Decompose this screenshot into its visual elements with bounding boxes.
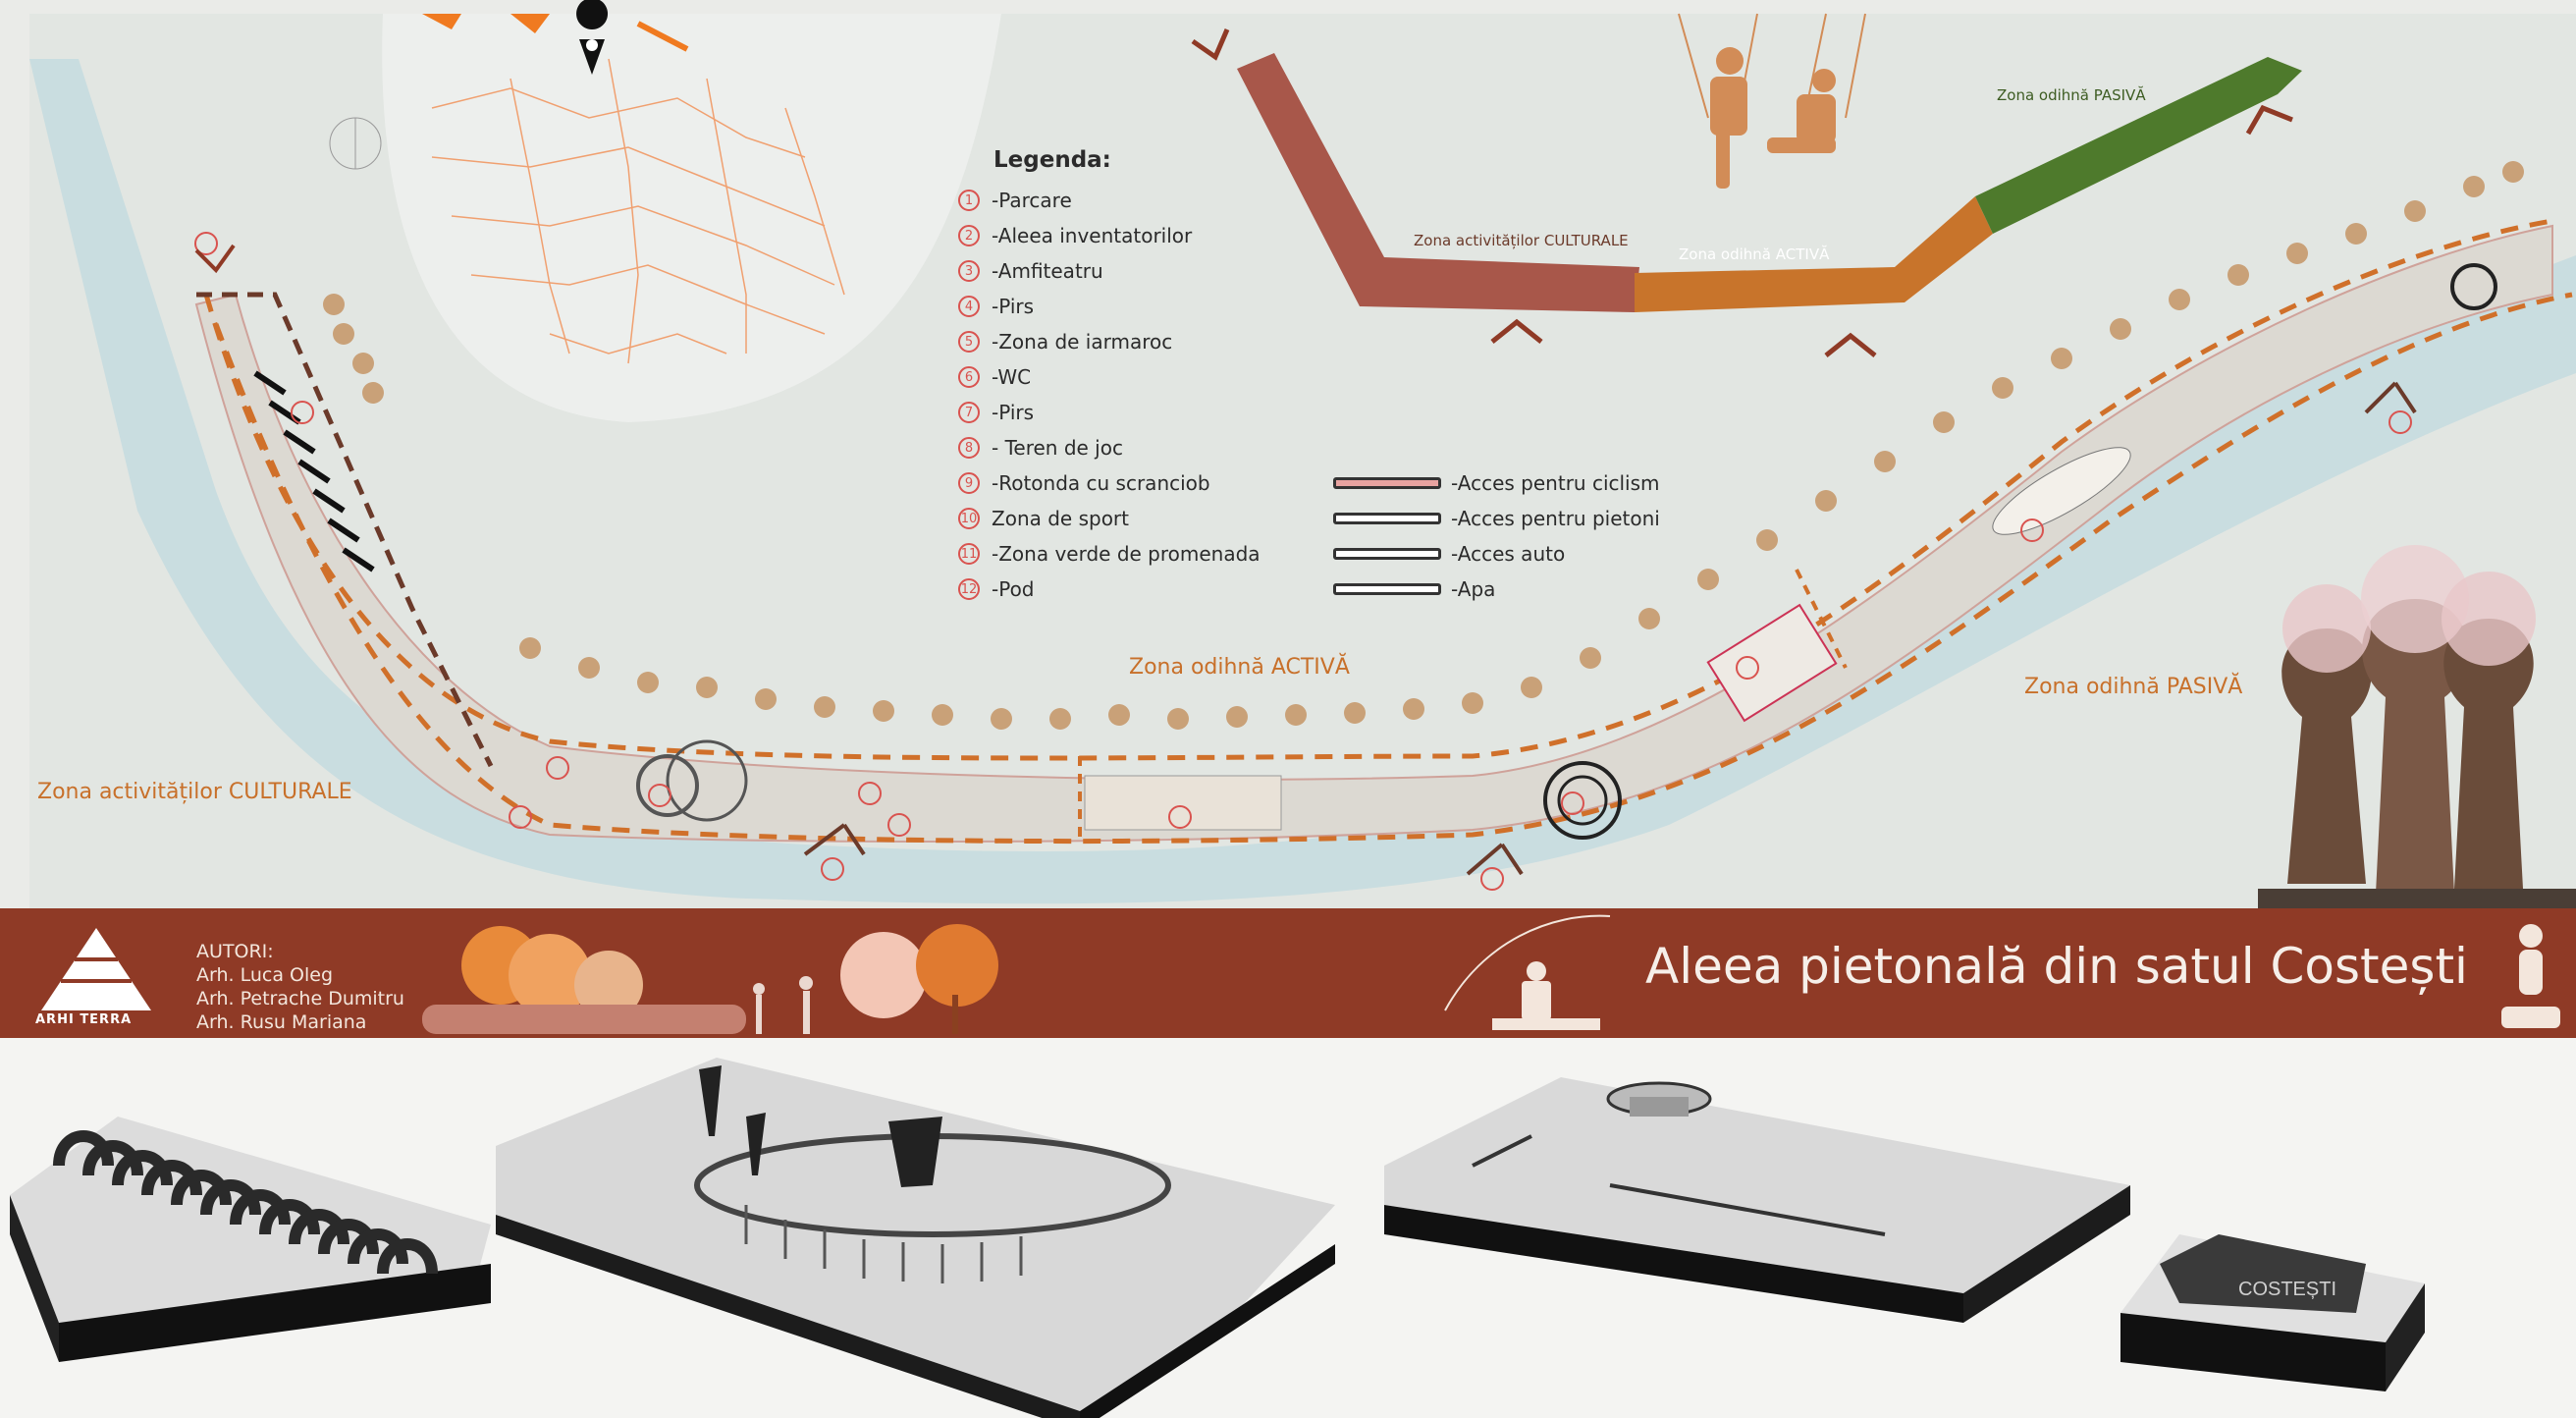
- swatch: [1333, 513, 1441, 524]
- zone-label-passive: Zona odihnă PASIVĂ: [2024, 675, 2243, 699]
- decorative-trees: [422, 924, 998, 1034]
- green-promenade: [1992, 447, 2131, 535]
- iso-sign-text: COSTEȘTI: [2238, 1279, 2336, 1300]
- legend-item: 3 -Amfiteatru: [958, 253, 1261, 289]
- rotonda: [1543, 761, 1622, 840]
- legend-item: 1 -Parcare: [958, 183, 1261, 218]
- author-name: Arh. Rusu Mariana: [196, 1011, 367, 1033]
- legend-title: Legenda:: [993, 147, 1111, 173]
- legend-item: 7 -Pirs: [958, 395, 1261, 430]
- zone-passive-strip: [1975, 57, 2302, 234]
- figure-icon: [2501, 924, 2560, 1028]
- promenade: [194, 224, 2553, 843]
- village-area: [382, 14, 1001, 422]
- legend-label: Zona de sport: [992, 507, 1129, 530]
- swatch: [1333, 583, 1441, 595]
- iso-arches: [10, 1117, 491, 1362]
- zone-label-cultural: Zona activităților CULTURALE: [37, 780, 352, 804]
- zone-diagram: [1191, 28, 2302, 357]
- legend-number: 4: [958, 296, 980, 317]
- access-label: -Acces auto: [1451, 542, 1566, 566]
- author-name: Arh. Petrache Dumitru: [196, 988, 404, 1009]
- tree-row: [323, 161, 2524, 730]
- legend-label: -Rotonda cu scranciob: [992, 471, 1210, 495]
- plan-markers: [194, 232, 2412, 891]
- swatch: [1333, 477, 1441, 489]
- legend-item: 12 -Pod: [958, 572, 1261, 607]
- zone-diagram-label-cultural: Zona activităților CULTURALE: [1414, 232, 1629, 249]
- tree-sculpture: [2258, 545, 2576, 908]
- authors-block: AUTORI: Arh. Luca Oleg Arh. Petrache Dum…: [196, 940, 404, 1034]
- iso-sign: COSTEȘTI: [2120, 1234, 2425, 1391]
- swing-figure: [1678, 13, 1866, 189]
- isometric-views: COSTEȘTI: [0, 1038, 2576, 1418]
- legend-number: 1: [958, 190, 980, 211]
- legend-label: -Amfiteatru: [992, 259, 1103, 283]
- legend-list: 1 -Parcare 2 -Aleea inventatorilor 3 -Amfit…: [958, 183, 1261, 607]
- site-plan: [29, 0, 2576, 908]
- fisherman-icon: [1444, 914, 1611, 1030]
- legend-item: 8 - Teren de joc: [958, 430, 1261, 465]
- title-banner: ARHI TERRA AUTORI: Arh. Luca Oleg Arh. P…: [0, 908, 2576, 1038]
- legend-label: -Pirs: [992, 401, 1035, 424]
- access-label: -Apa: [1451, 577, 1496, 601]
- legend-item: 2 -Aleea inventatorilor: [958, 218, 1261, 253]
- access-item-cycling: -Acces pentru ciclism: [1333, 465, 1660, 501]
- access-label: -Acces pentru ciclism: [1451, 471, 1660, 495]
- legend-number: 9: [958, 472, 980, 494]
- legend-label: -Pirs: [992, 295, 1035, 318]
- legend-number: 6: [958, 366, 980, 388]
- legend-label: -Zona de iarmaroc: [992, 330, 1173, 354]
- iso-amphitheatre: [496, 1058, 1335, 1418]
- legend-item: 10 Zona de sport: [958, 501, 1261, 536]
- legend-label: -Pod: [992, 577, 1035, 601]
- access-item-water: -Apa: [1333, 572, 1660, 607]
- legend-number: 7: [958, 402, 980, 423]
- sport-field: [1706, 603, 1838, 723]
- access-item-pedestrian: -Acces pentru pietoni: [1333, 501, 1660, 536]
- access-item-auto: -Acces auto: [1333, 536, 1660, 572]
- village-street-map: [431, 58, 845, 364]
- arhi-terra-logo: [41, 928, 151, 1010]
- location-pin-icon: [576, 0, 609, 75]
- zone-boundary-south: [213, 292, 2573, 845]
- legend-number: 10: [958, 508, 980, 529]
- legend-number: 12: [958, 578, 980, 600]
- legend-label: - Teren de joc: [992, 436, 1123, 460]
- iso-pier: [1384, 1077, 2130, 1323]
- legend-label: -Aleea inventatorilor: [992, 224, 1193, 247]
- legend-label: -Zona verde de promenada: [992, 542, 1261, 566]
- zone-active-strip: [1635, 196, 1993, 312]
- project-title: Aleea pietonală din satul Costești: [1645, 938, 2468, 995]
- legend-item: 11 -Zona verde de promenada: [958, 536, 1261, 572]
- legend-number: 11: [958, 543, 980, 565]
- zone-diagram-label-passive: Zona odihnă PASIVĂ: [1997, 86, 2146, 104]
- zone-label-active: Zona odihnă ACTIVĂ: [1129, 655, 1350, 680]
- legend-item: 9 -Rotonda cu scranciob: [958, 465, 1261, 501]
- zone-cultural-strip: [1237, 53, 1639, 312]
- parking-area: [253, 370, 375, 573]
- authors-title: AUTORI:: [196, 941, 274, 962]
- amphitheatre: [636, 754, 699, 817]
- legend-item: 4 -Pirs: [958, 289, 1261, 324]
- zone-diagram-label-active: Zona odihnă ACTIVĂ: [1679, 245, 1830, 263]
- swatch: [1333, 548, 1441, 560]
- author-name: Arh. Luca Oleg: [196, 964, 334, 986]
- access-label: -Acces pentru pietoni: [1451, 507, 1660, 530]
- legend-number: 5: [958, 331, 980, 353]
- legend-number: 2: [958, 225, 980, 246]
- brand-name: ARHI TERRA: [35, 1012, 133, 1027]
- zone-boundary-north: [203, 218, 2553, 761]
- legend-label: -WC: [992, 365, 1032, 389]
- legend-item: 6 -WC: [958, 359, 1261, 395]
- bridge-icon: [803, 381, 2417, 876]
- legend-item: 5 -Zona de iarmaroc: [958, 324, 1261, 359]
- access-legend: -Acces pentru ciclism -Acces pentru piet…: [1333, 465, 1660, 607]
- legend-number: 8: [958, 437, 980, 459]
- legend-number: 3: [958, 260, 980, 282]
- legend-label: -Parcare: [992, 189, 1072, 212]
- playground: [1084, 775, 1282, 831]
